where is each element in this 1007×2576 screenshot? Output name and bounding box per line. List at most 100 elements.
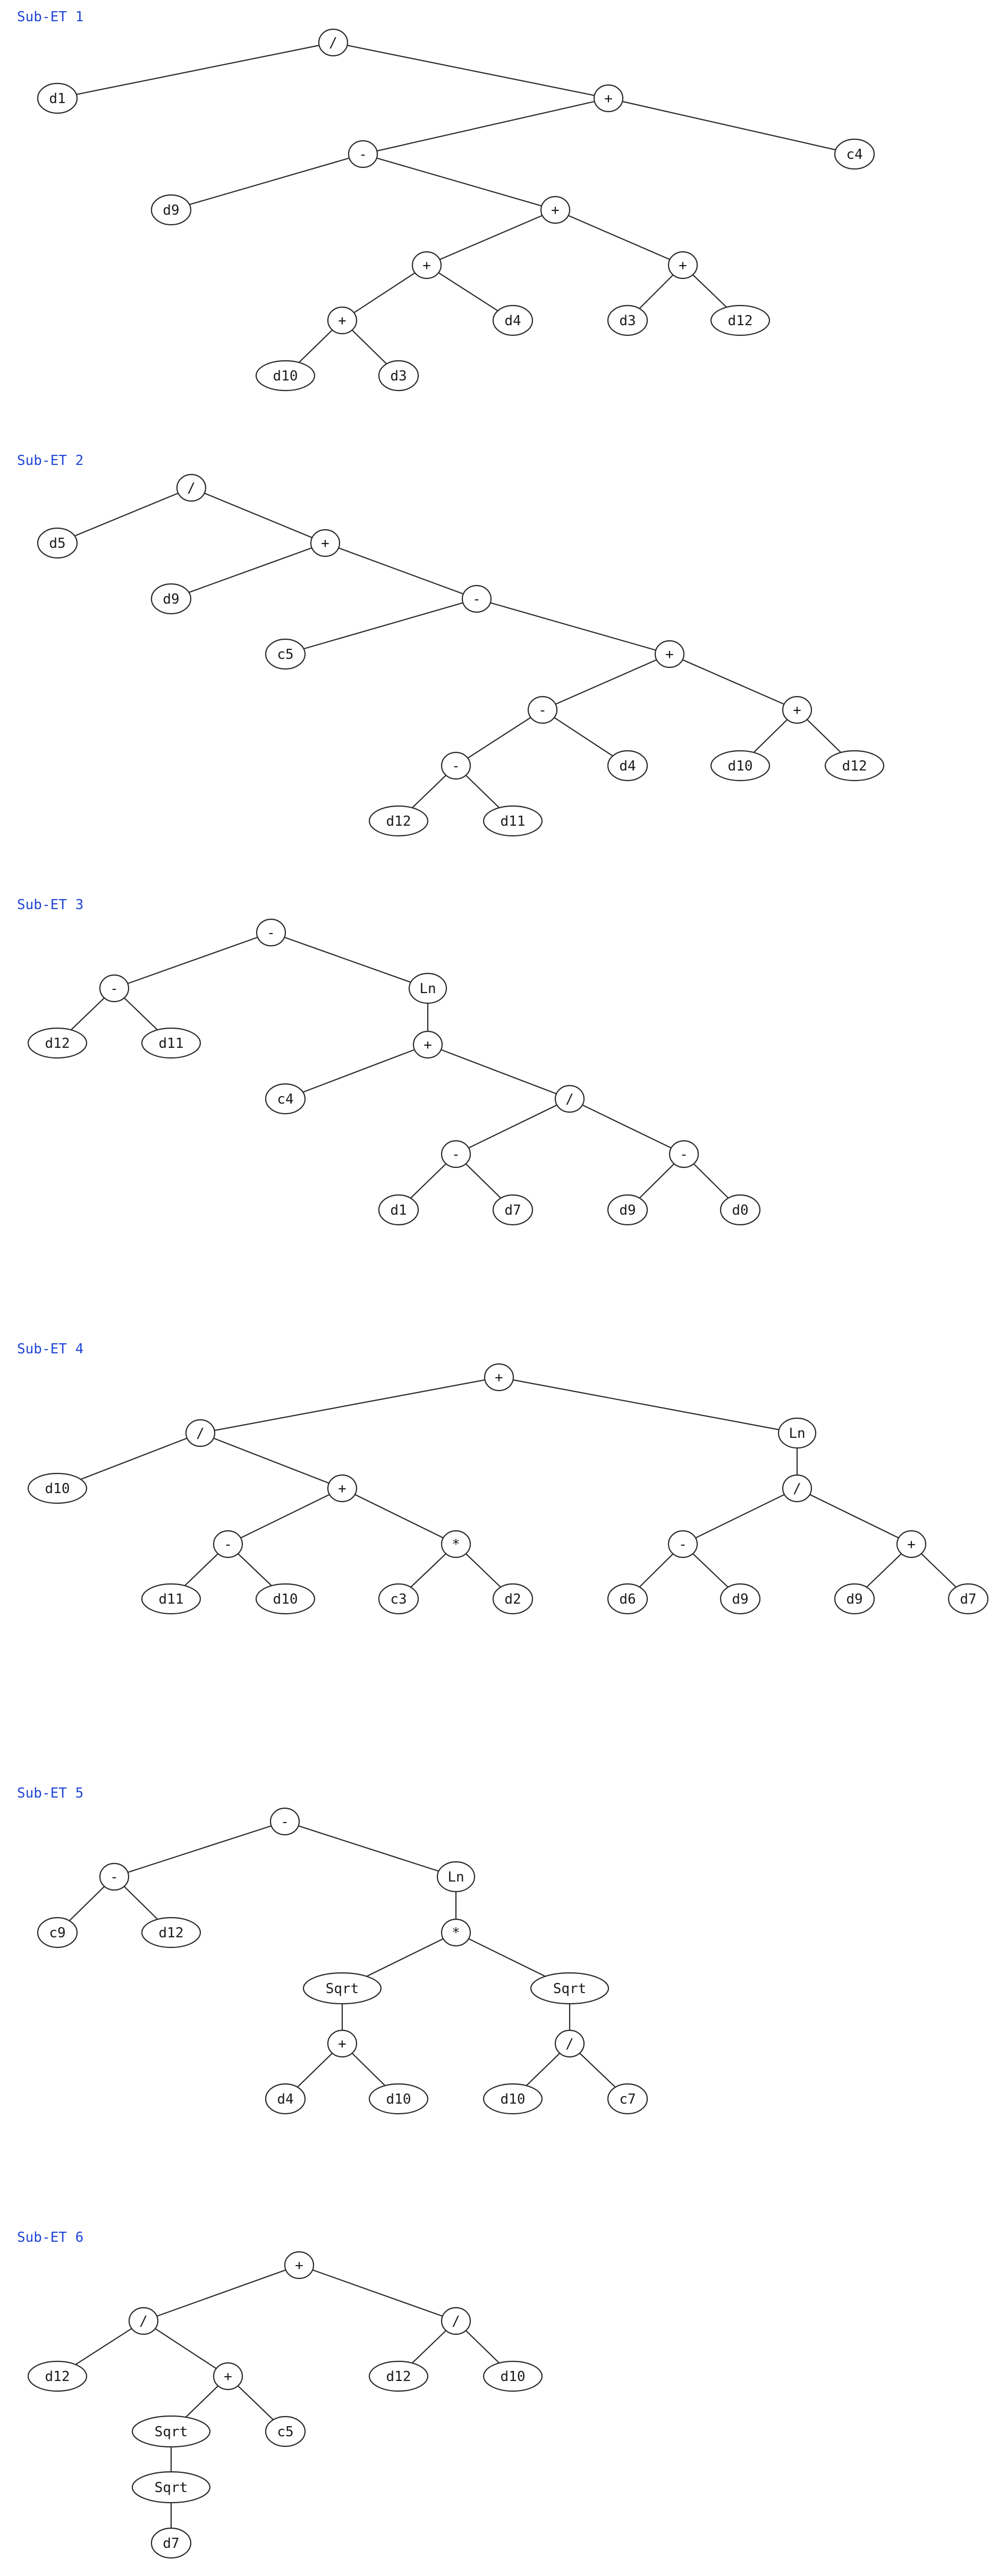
operator-node-divide: / [185,1419,216,1447]
leaf-node-d9: d9 [607,1194,648,1226]
edge-h-j [569,1098,684,1155]
node-ellipse [128,2307,159,2335]
node-label: d10 [45,1481,70,1497]
node-label: d3 [390,368,407,384]
node-label: + [907,1537,916,1553]
node-label: - [452,1147,460,1163]
node-label: d9 [619,1202,636,1218]
node-ellipse [378,1194,419,1226]
node-ellipse [131,2471,211,2504]
node-ellipse [37,527,78,559]
leaf-node-d9: d9 [834,1583,875,1615]
node-label: Ln [447,1869,464,1885]
leaf-node-d3: d3 [378,360,419,392]
node-label: d10 [728,758,753,774]
operator-node-plus: + [213,2362,243,2391]
node-ellipse [896,1530,927,1558]
node-label: d12 [45,2369,70,2385]
node-label: Sqrt [155,2424,188,2440]
node-label: * [452,1537,460,1553]
node-label: + [793,702,801,718]
node-label: d9 [846,1591,862,1607]
operator-node-divide: / [554,1084,585,1113]
node-ellipse [348,140,378,168]
sub-et-title: Sub-ET 6 [17,2230,83,2245]
node-label: + [338,2036,346,2052]
leaf-node-d11: d11 [483,805,543,837]
node-ellipse [141,1027,201,1059]
operator-node-sqrt: Sqrt [131,2415,211,2448]
node-ellipse [185,1419,216,1447]
node-label: d7 [960,1591,976,1607]
operator-node-divide: / [318,28,349,57]
node-label: c4 [277,1091,293,1107]
leaf-node-d6: d6 [607,1583,648,1615]
node-label: + [679,258,687,274]
node-ellipse [554,2029,585,2058]
node-ellipse [37,82,78,114]
node-label: - [679,1537,687,1553]
operator-node-plus: + [654,640,685,668]
node-ellipse [213,1530,243,1558]
leaf-node-d3: d3 [607,304,648,336]
node-ellipse [667,251,698,279]
node-ellipse [484,1363,514,1392]
edge-e-h [342,1488,456,1545]
edge-a-b [114,1820,285,1878]
node-label: + [422,258,431,274]
node-label: d12 [45,1036,70,1052]
node-ellipse [441,1140,471,1168]
edge-d-f [171,153,363,211]
edge-a-b [57,487,192,544]
node-ellipse [461,584,492,613]
node-label: - [680,1147,688,1163]
node-ellipse [141,1917,201,1948]
node-label: d10 [273,1591,298,1607]
edge-e-g [227,1488,343,1545]
node-label: d10 [386,2091,411,2107]
node-label: - [472,591,481,607]
operator-node-plus: + [667,251,698,279]
edge-a-c [333,41,609,99]
node-ellipse [441,2307,471,2335]
node-label: + [338,1481,346,1497]
node-label: d4 [504,313,521,329]
node-ellipse [265,638,306,670]
node-label: + [604,91,613,107]
leaf-node-c5: c5 [265,2416,306,2447]
edge-h-j [342,265,427,321]
operator-node-divide: / [782,1474,813,1503]
node-label: c7 [619,2091,636,2107]
node-ellipse [378,360,419,392]
node-ellipse [492,1194,534,1226]
edge-b-e [200,1432,343,1489]
sub-et-title: Sub-ET 1 [17,9,83,25]
node-ellipse [378,1583,419,1615]
node-label: d10 [501,2091,526,2107]
edge-a-b [143,2264,300,2322]
leaf-node-c4: c4 [834,138,875,170]
operator-node-minus: - [213,1530,243,1558]
edge-e-f [285,598,477,655]
node-ellipse [318,28,349,57]
leaf-node-d10: d10 [483,2083,543,2115]
node-ellipse [265,1083,306,1115]
leaf-node-d12: d12 [27,2360,88,2392]
node-ellipse [441,751,471,780]
node-ellipse [607,750,648,782]
operator-node-ln: Ln [408,972,447,1004]
node-label: + [295,2258,303,2274]
node-ellipse [27,2360,88,2392]
node-label: Sqrt [326,1981,359,1997]
edge-h-i [455,1098,570,1155]
leaf-node-c5: c5 [265,638,306,670]
node-label: + [321,536,329,552]
node-ellipse [540,196,571,224]
node-label: d2 [504,1591,521,1607]
leaf-node-d12: d12 [368,805,429,837]
node-ellipse [284,2251,315,2280]
node-ellipse [947,1583,989,1615]
node-label: d3 [619,313,636,329]
edge-f-i [682,1488,798,1545]
